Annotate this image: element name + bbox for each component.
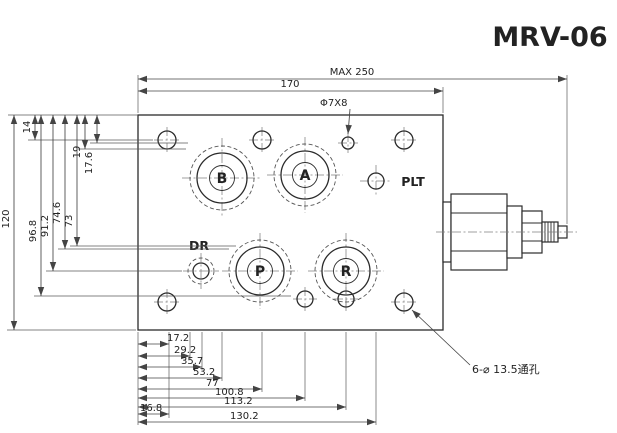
port-plt-label: PLT: [401, 174, 425, 189]
bottom-dimension-chain: 17.2 29.2 35.7 53.2 77 100.8 113.2 130.2…: [137, 332, 377, 426]
adjustment-cartridge: [436, 193, 577, 271]
port-a-label: A: [300, 168, 311, 184]
dim-29-2-label: 29.2: [174, 345, 196, 356]
dim-113-2-label: 113.2: [224, 396, 253, 407]
dim-77-label: 77: [206, 378, 219, 389]
mounting-hole-bottom-right: [391, 289, 417, 315]
dim-35-7-label: 35.7: [181, 356, 203, 367]
dim-130-2-label: 130.2: [230, 411, 259, 422]
note-phi7x8: Φ7X8: [320, 98, 352, 135]
dim-96-8-label: 96.8: [28, 220, 39, 242]
port-r-label: R: [341, 264, 352, 280]
port-r: R: [308, 233, 384, 309]
mounting-hole-bottom-mid1: [293, 287, 317, 311]
port-plt: PLT: [360, 165, 425, 197]
drawing-title: MRV-06: [492, 22, 607, 53]
dim-overall-width: MAX 250: [137, 67, 568, 224]
dim-19-label: 19: [72, 146, 83, 159]
dim-16-8-label: 16.8: [140, 403, 162, 414]
dim-74-6-label: 74.6: [52, 202, 63, 224]
mounting-hole-bottom-left: [154, 289, 180, 315]
port-b: B: [182, 138, 262, 218]
dim-53-2-label: 53.2: [193, 367, 215, 378]
port-p-label: P: [255, 264, 265, 280]
dim-body-width: 170: [138, 79, 444, 113]
dim-91-2-label: 91.2: [40, 215, 51, 237]
dim-170-label: 170: [280, 79, 299, 90]
dim-14-label: 14: [22, 121, 33, 134]
dim-100-8-label: 100.8: [215, 387, 244, 398]
dim-73-label: 73: [64, 215, 75, 228]
port-b-label: B: [217, 171, 228, 187]
mounting-hole-bottom-mid2: [334, 287, 358, 311]
left-dimension-chain: 14 19 17.6 74.6 73 91.2 96.8 120: [1, 114, 291, 331]
hole-phi7x8: [338, 133, 358, 153]
dim-max250-label: MAX 250: [330, 67, 375, 78]
mounting-hole-top-mid: [249, 127, 275, 153]
port-p: P: [222, 233, 298, 309]
phi7x8-label: Φ7X8: [320, 98, 347, 109]
through-hole-note-label: 6-⌀ 13.5通孔: [472, 363, 540, 376]
dim-120-label: 120: [1, 209, 12, 228]
port-dr-label: DR: [189, 238, 209, 253]
port-a: A: [267, 137, 343, 213]
dim-17-2-label: 17.2: [167, 333, 189, 344]
through-hole-note: 6-⌀ 13.5通孔: [411, 309, 540, 376]
dim-17-6-label: 17.6: [84, 152, 95, 174]
mounting-hole-top-right: [391, 127, 417, 153]
